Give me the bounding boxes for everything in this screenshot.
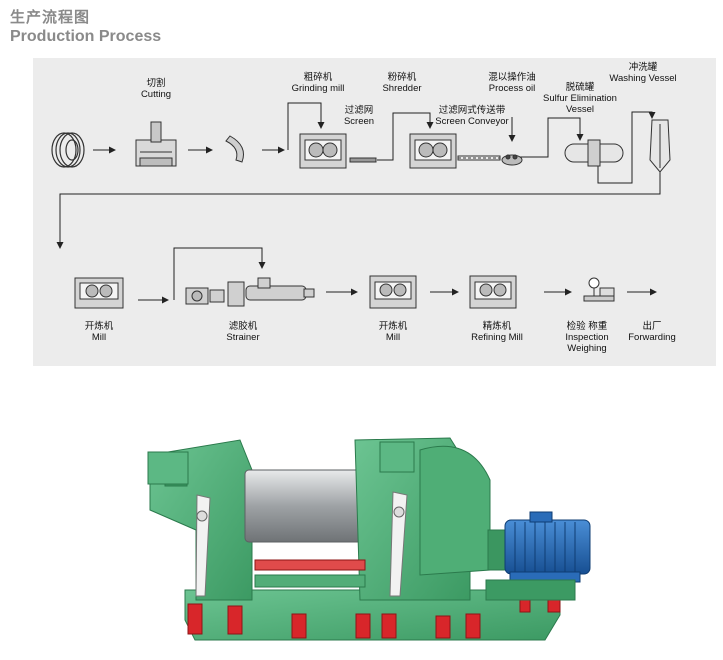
shredder-icon xyxy=(409,133,457,169)
motor xyxy=(487,511,591,583)
cut-pieces-icon xyxy=(225,135,244,163)
safety-lever-right xyxy=(389,491,408,597)
sulfur-vessel-icon xyxy=(564,139,624,167)
refining-mill-icon xyxy=(469,275,517,309)
page-title-chinese: 生产流程图 xyxy=(10,8,91,26)
mill-icon-1 xyxy=(74,277,124,309)
flow-arrow-strainer-in xyxy=(173,247,266,300)
scale-icon xyxy=(583,277,615,302)
flow-arrow-grinding-in xyxy=(287,102,325,150)
strainer-icon xyxy=(185,277,315,307)
grinding-mill-icon xyxy=(299,133,347,169)
mill-icon-2 xyxy=(369,275,417,309)
tire-icon xyxy=(51,132,85,168)
washing-vessel-icon xyxy=(649,119,671,173)
flow-arrow-washing-in xyxy=(597,111,656,184)
screen-conveyor-icon xyxy=(457,155,501,161)
flow-arrow-to-row2 xyxy=(56,168,661,249)
roller-front xyxy=(244,469,371,543)
process-diagram-panel xyxy=(33,58,716,366)
flow-arrow-vessel-in xyxy=(518,117,584,158)
page-title-english: Production Process xyxy=(10,28,162,45)
screen-icon xyxy=(349,157,377,163)
flow-arrow-shredder-in xyxy=(377,112,434,161)
oil-pot-icon xyxy=(501,154,523,166)
cutting-machine-icon xyxy=(135,121,177,167)
gear-housing xyxy=(419,445,491,576)
